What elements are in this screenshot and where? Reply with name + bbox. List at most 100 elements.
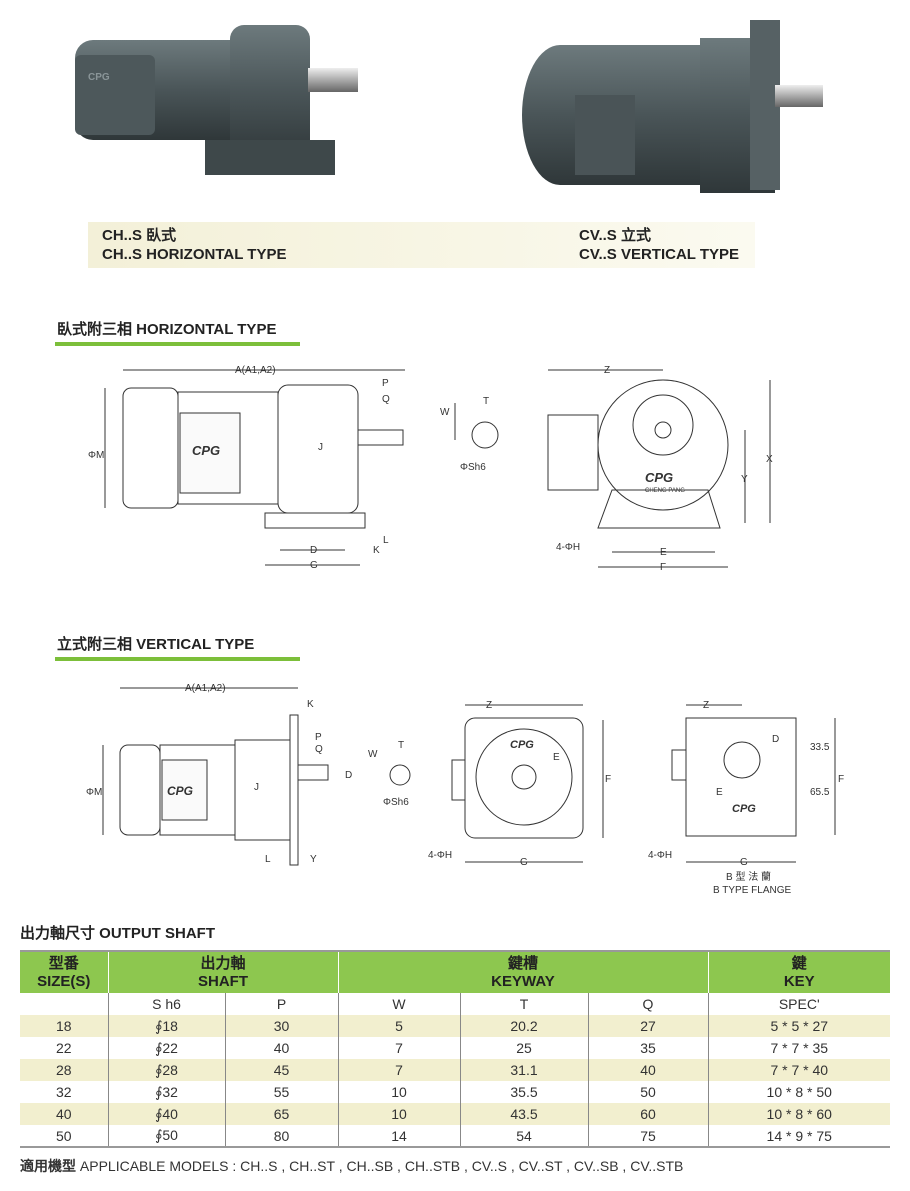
dim-y: Y bbox=[310, 854, 317, 865]
table-cell: ∮22 bbox=[107, 1037, 225, 1059]
dim-w: W bbox=[440, 407, 450, 418]
table-cell: 55 bbox=[224, 1081, 338, 1103]
logo-sub: CHENG PANG bbox=[645, 488, 685, 494]
table-cell: 7 bbox=[337, 1037, 460, 1059]
dim-x: X bbox=[766, 454, 773, 465]
table-cell: 40 bbox=[224, 1037, 338, 1059]
bf-en: B TYPE FLANGE bbox=[713, 885, 792, 896]
horizontal-diagram-labels: A(A1,A2) P Q ΦM J D G K L W T ΦSh6 Z X Y… bbox=[88, 365, 773, 573]
bf-g: G bbox=[740, 857, 748, 868]
table-cell: ∮32 bbox=[107, 1081, 225, 1103]
dim-p: P bbox=[382, 378, 389, 389]
subheader-cell: Q bbox=[587, 993, 708, 1015]
table-cell: 14 bbox=[337, 1125, 460, 1148]
logo-cpg: CPG bbox=[510, 739, 534, 751]
subheader-cell: SPEC' bbox=[707, 993, 890, 1015]
dim-m: ΦM bbox=[88, 450, 104, 461]
table-cell: 28 bbox=[20, 1059, 108, 1081]
dim-k: K bbox=[307, 699, 314, 710]
logo-cpg: CPG bbox=[645, 470, 673, 485]
photo-brand: CPG bbox=[88, 72, 110, 83]
dim-q: Q bbox=[315, 744, 323, 755]
subheader-cell bbox=[20, 993, 108, 1015]
dim-g: G bbox=[310, 560, 318, 571]
dim-t: T bbox=[483, 396, 489, 407]
table-cell: 35.5 bbox=[459, 1081, 588, 1103]
vertical-diagrams bbox=[102, 687, 836, 866]
dim-w: W bbox=[368, 749, 378, 760]
photo-horizontal-motor: CPG bbox=[75, 25, 358, 175]
subheader-cell: S h6 bbox=[107, 993, 225, 1015]
table-cell: 7 * 7 * 35 bbox=[707, 1037, 890, 1059]
horizontal-diagrams bbox=[104, 369, 771, 568]
bf-cn: B 型 法 蘭 bbox=[726, 870, 771, 883]
table-cell: 10 * 8 * 60 bbox=[707, 1103, 890, 1125]
subheader-cell: P bbox=[224, 993, 338, 1015]
table-cell: 10 * 8 * 50 bbox=[707, 1081, 890, 1103]
bf-d: D bbox=[772, 734, 779, 745]
subheader-cell: W bbox=[337, 993, 460, 1015]
dim-l: L bbox=[383, 535, 389, 546]
bf-h: 4-ΦH bbox=[648, 850, 672, 861]
table-cell: 50 bbox=[20, 1125, 108, 1148]
vertical-diagram-labels: A(A1,A2) K P Q ΦM J D L Y W T ΦSh6 Z E F… bbox=[86, 683, 844, 896]
dim-f: F bbox=[660, 562, 666, 573]
logo-cpg: CPG bbox=[732, 803, 756, 815]
table-cell: 40 bbox=[20, 1103, 108, 1125]
bf-33-5: 33.5 bbox=[810, 742, 830, 753]
table-cell: 7 bbox=[337, 1059, 460, 1081]
table-cell: 10 bbox=[337, 1081, 460, 1103]
dim-e: E bbox=[553, 752, 560, 763]
table-cell: 20.2 bbox=[459, 1015, 588, 1037]
dim-k: K bbox=[373, 545, 380, 556]
logo-cpg: CPG bbox=[192, 443, 220, 458]
table-cell: 5 * 5 * 27 bbox=[707, 1015, 890, 1037]
table-cell: 43.5 bbox=[459, 1103, 588, 1125]
dim-h: 4-ΦH bbox=[556, 542, 580, 553]
dim-j: J bbox=[254, 782, 259, 793]
table-cell: 5 bbox=[337, 1015, 460, 1037]
table-cell: 35 bbox=[587, 1037, 708, 1059]
section-title-horizontal: 臥式附三相 HORIZONTAL TYPE bbox=[55, 318, 300, 346]
table-cell: 10 bbox=[337, 1103, 460, 1125]
dim-a: A(A1,A2) bbox=[235, 365, 276, 376]
table-cell: 18 bbox=[20, 1015, 108, 1037]
bf-e: E bbox=[716, 787, 723, 798]
dim-z: Z bbox=[486, 700, 492, 711]
caption-right-en: CV..S VERTICAL TYPE bbox=[579, 246, 740, 263]
title-underline bbox=[55, 657, 300, 661]
dim-a: A(A1,A2) bbox=[185, 683, 226, 694]
subheader-cell: T bbox=[459, 993, 588, 1015]
dim-m: ΦM bbox=[86, 787, 102, 798]
table-cell: 14 * 9 * 75 bbox=[707, 1125, 890, 1148]
dim-p: P bbox=[315, 732, 322, 743]
dim-d: D bbox=[310, 545, 317, 556]
footer-label: 適用機型 bbox=[20, 1158, 76, 1174]
table-cell: ∮40 bbox=[107, 1103, 225, 1125]
table-cell: 54 bbox=[459, 1125, 588, 1148]
dim-j: J bbox=[318, 442, 323, 453]
caption-band: CH..S 臥式 CH..S HORIZONTAL TYPE CV..S 立式 … bbox=[88, 222, 755, 268]
dim-h: 4-ΦH bbox=[428, 850, 452, 861]
logo-cpg: CPG bbox=[167, 784, 193, 798]
bf-f: F bbox=[838, 774, 844, 785]
section-title-text: 臥式附三相 HORIZONTAL TYPE bbox=[57, 321, 277, 338]
caption-left-en: CH..S HORIZONTAL TYPE bbox=[102, 246, 287, 263]
applicable-models: 適用機型 APPLICABLE MODELS : CH..S , CH..ST … bbox=[20, 1156, 683, 1176]
dim-z: Z bbox=[604, 365, 610, 376]
dim-sh6: ΦSh6 bbox=[383, 797, 409, 808]
table-cell: 75 bbox=[587, 1125, 708, 1148]
title-underline bbox=[55, 342, 300, 346]
table-cell: 65 bbox=[224, 1103, 338, 1125]
table-cell: 30 bbox=[224, 1015, 338, 1037]
table-cell: 80 bbox=[224, 1125, 338, 1148]
